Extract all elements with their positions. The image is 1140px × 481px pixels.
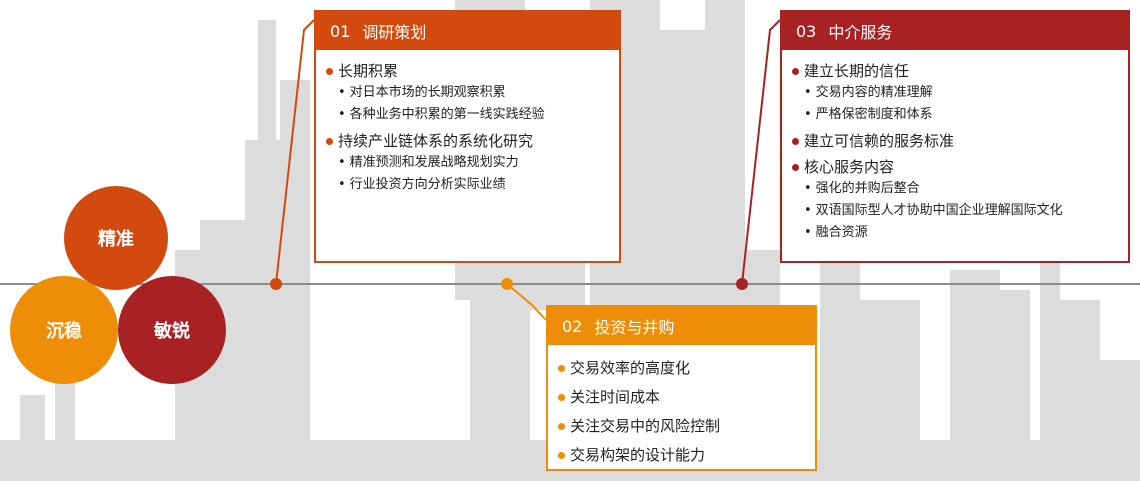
list-item: 持续产业链体系的系统化研究 <box>326 130 611 152</box>
sub-list-item: 对日本市场的长期观察积累 <box>326 82 611 104</box>
investment-box-number: 02 <box>562 316 583 336</box>
list-item-text: 关注时间成本 <box>570 388 661 406</box>
sub-list-item: 各种业务中积累的第一线实践经验 <box>326 104 611 126</box>
bullet-icon <box>326 67 333 75</box>
list-item: 交易构架的设计能力 <box>558 443 807 467</box>
list-item-text: 关注交易中的风险控制 <box>570 417 721 435</box>
connector-investment <box>506 283 547 321</box>
connector-research <box>275 19 315 285</box>
timeline-axis <box>0 283 1140 285</box>
sub-list-item: 强化的并购后整合 <box>792 178 1120 200</box>
list-item: 建立长期的信任 <box>792 60 1120 82</box>
list-item: 关注交易中的风险控制 <box>558 414 807 438</box>
intermediary-box-title: 中介服务 <box>828 23 893 42</box>
bullet-icon <box>558 422 565 430</box>
circle-sharp: 敏锐 <box>118 276 226 384</box>
investment-box-title: 投资与并购 <box>594 318 675 337</box>
bullet-icon <box>792 137 799 145</box>
sub-list-item: 双语国际型人才协助中国企业理解国际文化 <box>792 200 1120 222</box>
sub-list-item: 精准预测和发展战略规划实力 <box>326 152 611 174</box>
timeline-dot-research <box>270 278 282 290</box>
list-item: 长期积累 <box>326 60 611 82</box>
list-item-text: 持续产业链体系的系统化研究 <box>338 132 534 150</box>
list-item-text: 建立长期的信任 <box>804 62 910 80</box>
circle-sharp-label: 敏锐 <box>154 321 190 342</box>
intermediary-box-number: 03 <box>796 21 817 41</box>
bullet-icon <box>792 67 799 75</box>
circle-precise: 精准 <box>64 186 168 290</box>
sub-list-item: 融合资源 <box>792 222 1120 244</box>
sub-list-item: 行业投资方向分析实际业绩 <box>326 174 611 196</box>
list-item: 关注时间成本 <box>558 385 807 409</box>
intermediary-box-header: 03 中介服务 <box>782 12 1128 50</box>
bullet-icon <box>558 393 565 401</box>
sub-list-item: 交易内容的精准理解 <box>792 82 1120 104</box>
timeline-dot-investment <box>501 278 513 290</box>
list-item-text: 交易构架的设计能力 <box>570 446 706 464</box>
list-item: 建立可信赖的服务标准 <box>792 130 1120 152</box>
list-item: 交易效率的高度化 <box>558 356 807 380</box>
list-item: 核心服务内容 <box>792 156 1120 178</box>
list-item-text: 核心服务内容 <box>804 158 895 176</box>
research-box: 01 调研策划 长期积累 对日本市场的长期观察积累 各种业务中积累的第一线实践经… <box>314 10 621 263</box>
research-box-header: 01 调研策划 <box>316 12 619 50</box>
list-item-text: 交易效率的高度化 <box>570 359 691 377</box>
bullet-icon <box>558 451 565 459</box>
bullet-icon <box>792 163 799 171</box>
research-box-title: 调研策划 <box>362 23 427 42</box>
list-item-text: 建立可信赖的服务标准 <box>804 132 955 150</box>
circle-precise-label: 精准 <box>98 229 134 250</box>
research-box-number: 01 <box>330 21 351 41</box>
sub-list-item: 严格保密制度和体系 <box>792 104 1120 126</box>
list-item-text: 长期积累 <box>338 62 399 80</box>
circle-steady-label: 沉稳 <box>46 321 82 342</box>
circle-steady: 沉稳 <box>10 276 118 384</box>
intermediary-box: 03 中介服务 建立长期的信任 交易内容的精准理解 严格保密制度和体系 建立可信… <box>780 10 1130 263</box>
connector-intermediary <box>741 19 781 285</box>
timeline-dot-intermediary <box>736 278 748 290</box>
investment-box-header: 02 投资与并购 <box>548 307 815 345</box>
bullet-icon <box>326 137 333 145</box>
bullet-icon <box>558 364 565 372</box>
investment-box: 02 投资与并购 交易效率的高度化 关注时间成本 关注交易中的风险控制 交易构架… <box>546 305 817 471</box>
